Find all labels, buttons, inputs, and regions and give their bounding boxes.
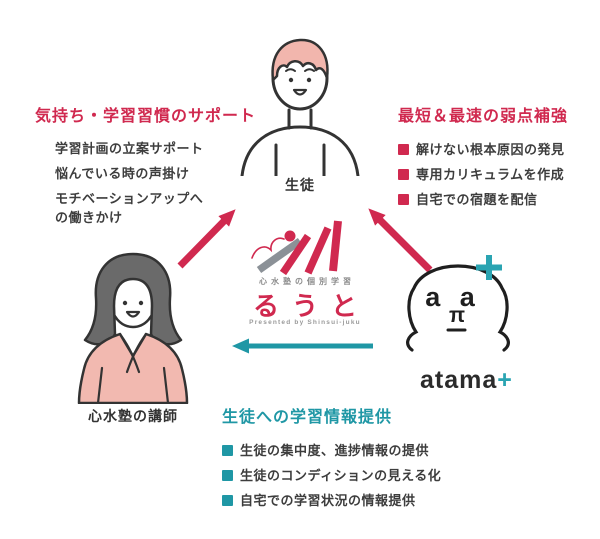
square-bullet-icon <box>222 469 233 481</box>
left-block-title: 気持ち・学習習慣のサポート <box>35 108 257 125</box>
logo-bar-crimson-3 <box>329 220 342 272</box>
list-item: モチベーションアップへの働きかけ <box>55 190 204 225</box>
list-item: 学習計画の立案サポート <box>55 141 204 156</box>
student-eyebrow-left <box>285 68 296 72</box>
teacher-lapel-right <box>125 332 148 374</box>
teacher-lapel-left <box>118 332 141 374</box>
bottom-block-list: 生徒の集中度、進捗情報の提供 生徒のコンディションの見える化 自宅での学習状況の… <box>222 442 441 511</box>
square-bullet-icon <box>398 168 409 180</box>
ruuto-logo-subtitle: 心水塾の個別学習 <box>259 277 355 286</box>
atama-wordmark: atama+ <box>420 366 513 395</box>
mascot-head-outline <box>406 264 510 352</box>
left-block-list: 学習計画の立案サポート悩んでいる時の声掛けモチベーションアップへの働きかけ <box>55 140 213 227</box>
ruuto-logo-name: るうと <box>253 291 371 321</box>
arrow-shaft <box>177 209 236 269</box>
ruuto-logo-credit: Presented by Shinsui-juku <box>249 319 361 326</box>
logo-bar-crimson-1 <box>279 233 312 276</box>
list-item: 生徒のコンディションの見える化 <box>222 467 441 486</box>
teacher-hair <box>83 252 183 346</box>
student-illustration <box>240 38 360 176</box>
student-body <box>240 125 360 176</box>
right-block: 最短＆最速の弱点補強 解けない根本原因の発見 専用カリキュラムを作成 自宅での宿… <box>398 102 568 216</box>
list-item: 生徒の集中度、進捗情報の提供 <box>222 442 441 461</box>
student-eyebrow-right <box>304 68 315 72</box>
list-item: 自宅での宿題を配信 <box>398 191 568 210</box>
teacher-label: 心水塾の講師 <box>88 408 178 424</box>
teacher-mouth <box>125 310 141 318</box>
teacher-arm-seam-left <box>96 366 104 404</box>
right-block-title: 最短＆最速の弱点補強 <box>398 108 569 125</box>
teacher-eye-left <box>122 300 128 306</box>
square-bullet-icon <box>398 144 409 155</box>
square-bullet-icon <box>398 193 409 205</box>
list-item: 専用カリキュラムを作成 <box>398 166 568 185</box>
list-item: 悩んでいる時の声掛け <box>55 165 190 181</box>
teacher-eye-right <box>138 300 144 306</box>
teacher-illustration <box>77 252 189 404</box>
teacher-jacket <box>77 332 189 404</box>
atama-mascot: a a π <box>406 255 510 352</box>
square-bullet-icon <box>222 494 233 506</box>
list-item-text: 専用カリキュラムを作成 <box>416 166 565 182</box>
list-item-text: 生徒のコンディションの見える化 <box>240 467 442 483</box>
atama-wordmark-text: atama <box>420 366 498 394</box>
list-item-text: 自宅での学習状況の情報提供 <box>240 492 416 508</box>
list-item-text: 生徒の集中度、進捗情報の提供 <box>240 443 430 458</box>
logo-bar-crimson-2 <box>304 226 332 275</box>
square-bullet-icon <box>222 445 233 456</box>
logo-dot <box>284 230 296 242</box>
mascot-plus-icon <box>476 255 502 280</box>
atama-wordmark-plus: + <box>497 366 513 394</box>
student-mouth <box>292 88 308 96</box>
bottom-block-title: 生徒への学習情報提供 <box>222 409 393 426</box>
teacher-arm-seam-right <box>162 366 170 404</box>
student-hair <box>271 38 329 82</box>
arrow-atama-to-teacher <box>232 338 373 354</box>
student-label: 生徒 <box>285 177 315 193</box>
left-block: 気持ち・学習習慣のサポート 学習計画の立案サポート悩んでいる時の声掛けモチベーシ… <box>35 102 256 233</box>
arrow-teacher-to-student <box>177 209 236 269</box>
list-item: 自宅での学習状況の情報提供 <box>222 492 441 511</box>
arrow-atama-to-student <box>368 208 433 273</box>
list-item: 解けない根本原因の発見 <box>398 141 568 160</box>
list-item-text: 自宅での宿題を配信 <box>416 191 538 207</box>
list-item-text: 解けない根本原因の発見 <box>416 142 565 157</box>
ruuto-logo-mark <box>251 220 342 276</box>
right-block-list: 解けない根本原因の発見 専用カリキュラムを作成 自宅での宿題を配信 <box>398 141 568 210</box>
mascot-eyes-glyph: a a <box>425 282 481 312</box>
arrow-shaft <box>368 208 433 273</box>
logo-bounce-curve <box>251 237 285 259</box>
student-eye-left <box>288 77 294 83</box>
mascot-nose-glyph: π <box>449 304 465 327</box>
student-eye-right <box>306 77 312 83</box>
bottom-block: 生徒への学習情報提供 生徒の集中度、進捗情報の提供 生徒のコンディションの見える… <box>222 403 441 517</box>
logo-bar-gray <box>256 237 303 274</box>
